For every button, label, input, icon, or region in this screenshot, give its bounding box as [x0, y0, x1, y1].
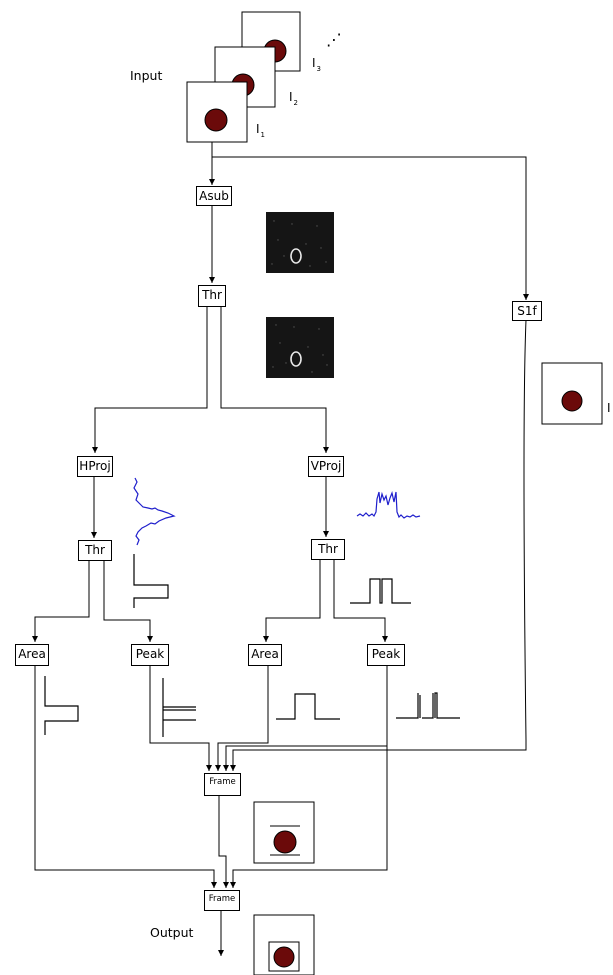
hthr-step-signal [134, 554, 168, 608]
i3-letter: I [312, 56, 316, 70]
edge-thr-hproj [95, 307, 207, 453]
edge-thr-peak-right [334, 560, 385, 642]
i1-subscript: 1 [261, 131, 265, 139]
frame-node-1: Frame [204, 773, 241, 796]
edge-input-s1f [212, 157, 526, 300]
i1-letter: I [256, 122, 260, 136]
i2-label: I2 [289, 90, 298, 107]
varea-box-signal [276, 694, 340, 719]
peak-node-h: Peak [131, 644, 169, 666]
i3-label: I3 [312, 56, 321, 73]
input-label: Input [130, 68, 162, 83]
s1f-node: S1f [512, 301, 542, 321]
thr-node-h: Thr [78, 540, 112, 561]
i3-subscript: 3 [317, 65, 321, 73]
peak-node-v: Peak [367, 644, 405, 666]
vproj-node: VProj [308, 456, 344, 477]
asub-result-image [266, 212, 334, 273]
output-label: Output [150, 925, 193, 940]
ellipsis-mark: ⋰ [326, 30, 342, 49]
vpeak-signal [396, 693, 460, 718]
edge-thr-peak-left [104, 560, 150, 642]
harea-step-signal [45, 676, 78, 735]
thr-ring [266, 317, 334, 378]
edge-area-left-frame2 [35, 666, 214, 888]
edge-thr-area-right [266, 560, 320, 642]
i1-label: I1 [256, 122, 265, 139]
thr-node-v: Thr [311, 539, 345, 560]
edge-peak-right-frame1 [226, 666, 387, 771]
frame-node-2: Frame [204, 890, 240, 911]
edge-thr-area-left [35, 560, 89, 642]
edge-frame1-frame2 [219, 796, 226, 888]
asub-node: Asub [196, 186, 232, 206]
asub-ring [266, 212, 334, 273]
i2-letter: I [289, 90, 293, 104]
ball-i1 [205, 109, 227, 131]
hpeak-signal [163, 678, 196, 737]
edge-s1f-frame1 [233, 320, 526, 771]
hproj-node: HProj [77, 456, 113, 477]
hproj-curve [134, 478, 174, 545]
i2-subscript: 2 [294, 99, 298, 107]
background-label: I [607, 401, 611, 415]
vthr-pulse-signal [350, 579, 411, 603]
output-ball [274, 947, 294, 967]
thumbnails [254, 363, 602, 975]
area-node-v: Area [248, 644, 282, 666]
area-node-h: Area [15, 644, 49, 666]
frame1-ball [274, 831, 296, 853]
edge-peak-left-frame1 [150, 666, 209, 771]
thr-result-image [266, 317, 334, 378]
thr-node-main: Thr [198, 285, 226, 307]
vproj-curve [357, 492, 420, 518]
input-frames [187, 12, 300, 142]
background-ball [562, 391, 582, 411]
